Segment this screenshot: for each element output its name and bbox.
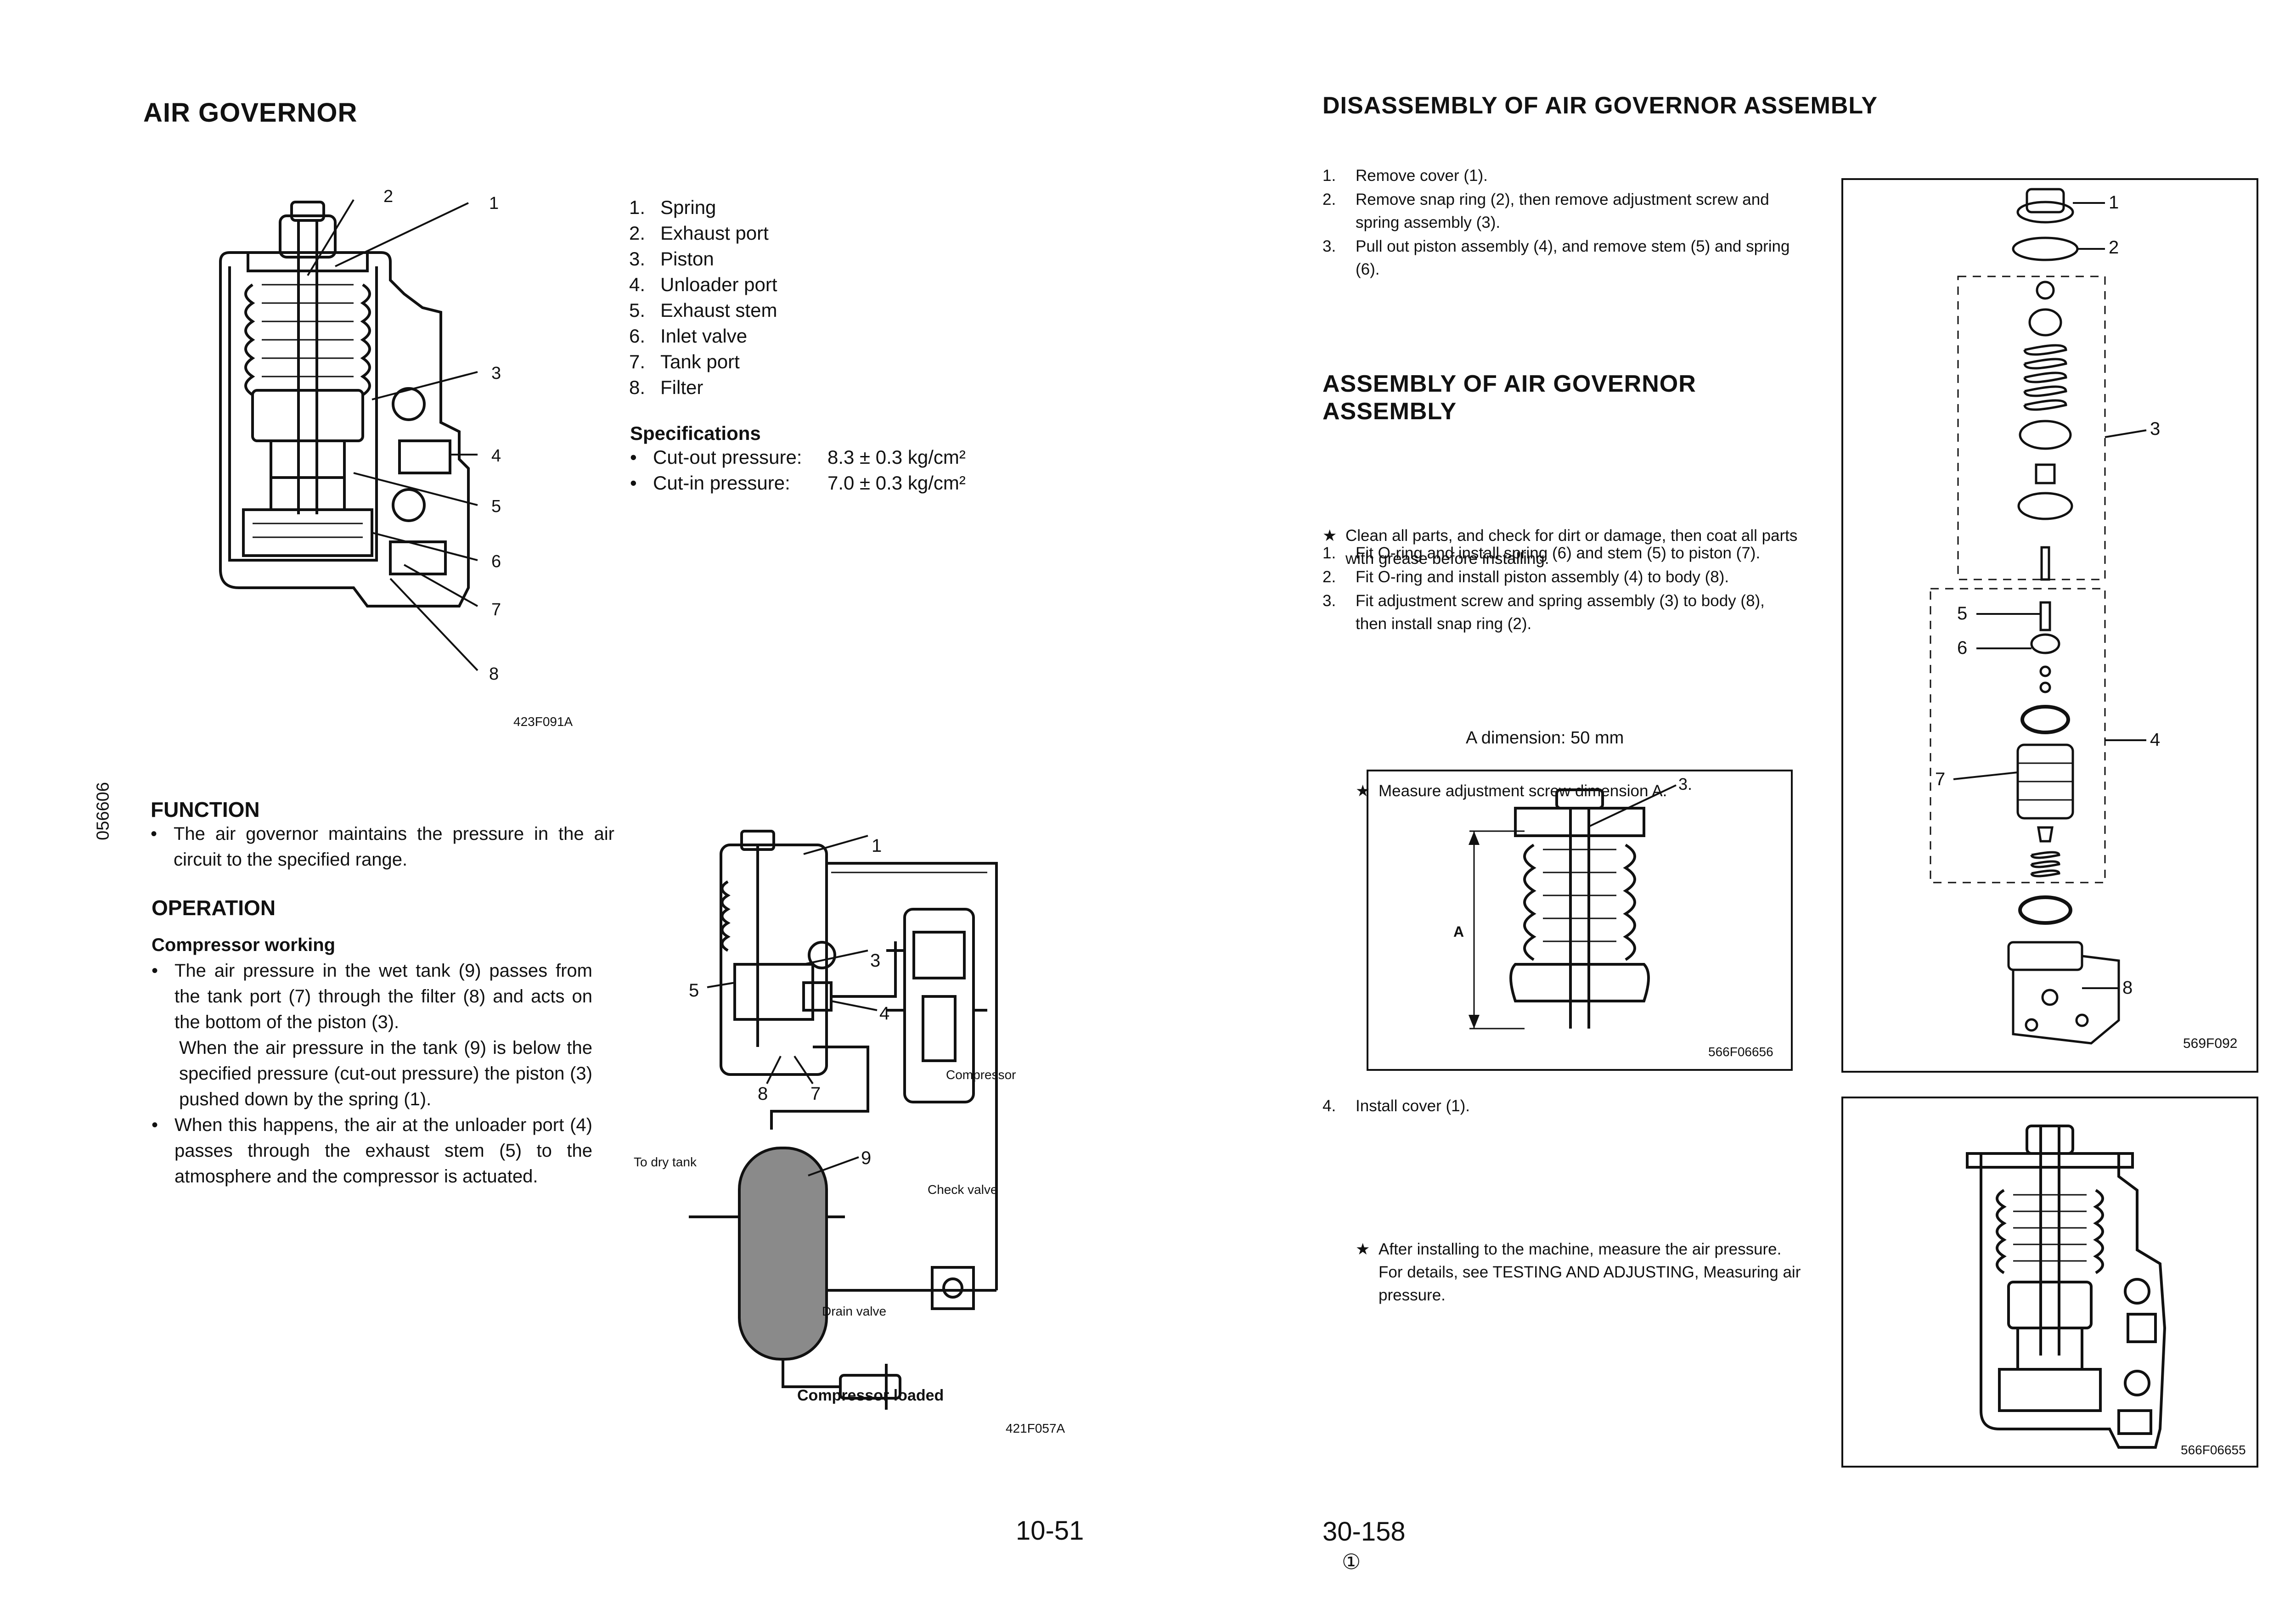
side-code-left: 056606 (93, 782, 113, 840)
parts-list-item: 4.Unloader port (629, 274, 777, 295)
dimension-figure-frame: A 3. 566F06656 (1367, 770, 1793, 1071)
air-governor-cross-section-figure: 2 1 3 4 5 6 7 8 (219, 187, 501, 684)
figure-code-566f06656: 566F06656 (1708, 1045, 1773, 1059)
figure-code-569f092: 569F092 (2183, 1036, 2237, 1051)
disassembly-step: 1.Remove cover (1). (1322, 167, 1488, 185)
callout-1: 1 (489, 194, 499, 213)
adjustment-screw-dimension-figure: A 3. 566F06656 (1453, 775, 1773, 1059)
assembled-view-frame: 566F06655 (1841, 1097, 2258, 1468)
callout-3: 3. (1678, 775, 1692, 793)
disassembly-step: 2.Remove snap ring (2), then remove adju… (1322, 191, 1769, 231)
function-heading: FUNCTION (151, 798, 260, 821)
callout-1: 1 (2109, 192, 2119, 213)
label-to-dry-tank: To dry tank (634, 1155, 697, 1169)
specifications-list: •Cut-out pressure:8.3 ± 0.3 kg/cm² •Cut-… (630, 444, 966, 496)
operation-body: •The air pressure in the wet tank (9) pa… (152, 958, 592, 1189)
callout-7: 7 (491, 600, 501, 619)
assembly-step-4: 4.Install cover (1). (1322, 1095, 1795, 1119)
callout-7: 7 (1935, 769, 1945, 789)
assembly-step: 1.Fit O-ring and install spring (6) and … (1322, 544, 1761, 562)
revision-mark: ① (1342, 1550, 1361, 1574)
parts-list-item: 8.Filter (629, 377, 703, 398)
figure-code-423f091a: 423F091A (513, 714, 573, 729)
figure-code-566f06655: 566F06655 (2181, 1443, 2246, 1457)
assembly-note: ★Clean all parts, and check for dirt or … (1322, 527, 1798, 568)
label-compressor: Compressor (946, 1068, 1016, 1082)
operation-bullet-2: •When this happens, the air at the unloa… (152, 1115, 592, 1187)
callout-4: 4 (491, 446, 501, 466)
assembly-title: ASSEMBLY OF AIR GOVERNOR ASSEMBLY (1322, 371, 1696, 425)
callout-7: 7 (810, 1084, 821, 1104)
callout-2: 2 (383, 187, 393, 206)
callout-4: 4 (879, 1003, 889, 1024)
callout-5: 5 (491, 497, 501, 516)
callout-6: 6 (1957, 638, 1967, 658)
air-governor-assembled-figure: 566F06655 (1966, 1125, 2246, 1457)
callout-6: 6 (491, 552, 501, 571)
page-number-right: 30-158 (1322, 1517, 1406, 1547)
function-text: •The air governor maintains the pressure… (151, 824, 614, 870)
a-dimension-value: A dimension: 50 mm (1466, 728, 1624, 748)
callout-8: 8 (2122, 978, 2133, 998)
exploded-view-frame: 1 2 3 4 5 6 7 8 569F092 (1841, 178, 2258, 1073)
operation-bullet-1: •The air pressure in the wet tank (9) pa… (152, 961, 592, 1032)
callout-8: 8 (489, 664, 499, 684)
figure-caption-compressor-loaded: Compressor loaded (797, 1387, 944, 1404)
callout-4: 4 (2150, 730, 2160, 750)
callout-5: 5 (689, 980, 699, 1001)
callout-9: 9 (861, 1148, 871, 1168)
spec-cut-out: •Cut-out pressure:8.3 ± 0.3 kg/cm² (630, 446, 966, 468)
compressor-working-heading: Compressor working (152, 935, 336, 955)
disassembly-steps: 1.Remove cover (1). 2.Remove snap ring (… (1322, 164, 1795, 282)
parts-list-item: 5.Exhaust stem (629, 299, 777, 321)
assembly-steps: 1.Fit O-ring and install spring (6) and … (1322, 542, 1795, 636)
callout-3: 3 (870, 951, 880, 971)
callout-3: 3 (2150, 419, 2160, 439)
page-title-air-governor: AIR GOVERNOR (143, 98, 358, 128)
callout-3: 3 (491, 364, 501, 383)
parts-list-item: 2.Exhaust port (629, 222, 769, 244)
assembly-step: 2.Fit O-ring and install piston assembly… (1322, 568, 1729, 586)
parts-list-item: 1.Spring (629, 197, 716, 218)
parts-list-item: 6.Inlet valve (629, 325, 748, 347)
disassembly-step: 3.Pull out piston assembly (4), and remo… (1322, 237, 1790, 278)
label-drain-valve: Drain valve (822, 1304, 886, 1318)
page-number-left: 10-51 (1016, 1516, 1084, 1546)
specifications-heading: Specifications (630, 422, 761, 444)
parts-list-item: 7.Tank port (629, 351, 740, 372)
assembly-step: 3.Fit adjustment screw and spring assemb… (1322, 592, 1765, 633)
parts-list-item: 3.Piston (629, 248, 714, 270)
parts-list: 1.Spring 2.Exhaust port 3.Piston 4.Unloa… (629, 195, 777, 400)
label-check-valve: Check valve (928, 1182, 998, 1197)
disassembly-title: DISASSEMBLY OF AIR GOVERNOR ASSEMBLY (1322, 92, 1878, 119)
operation-bullet-1-continued: When the air pressure in the tank (9) is… (179, 1038, 592, 1109)
compressor-circuit-figure: 1 3 4 5 7 8 9 To dry tank Compressor Che… (634, 830, 1016, 1410)
spec-cut-in: •Cut-in pressure:7.0 ± 0.3 kg/cm² (630, 472, 966, 494)
step4-note: ★After installing to the machine, measur… (1356, 1240, 1801, 1304)
callout-2: 2 (2109, 237, 2119, 258)
callout-8: 8 (758, 1084, 768, 1104)
dimension-label-a: A (1453, 923, 1464, 940)
figure-code-421f057a: 421F057A (1006, 1421, 1065, 1435)
assembly-step: 4.Install cover (1). (1322, 1097, 1470, 1115)
air-governor-exploded-view-figure: 1 2 3 4 5 6 7 8 569F092 (1930, 188, 2237, 1051)
callout-5: 5 (1957, 603, 1967, 624)
operation-heading: OPERATION (152, 896, 276, 920)
callout-1: 1 (872, 836, 882, 856)
